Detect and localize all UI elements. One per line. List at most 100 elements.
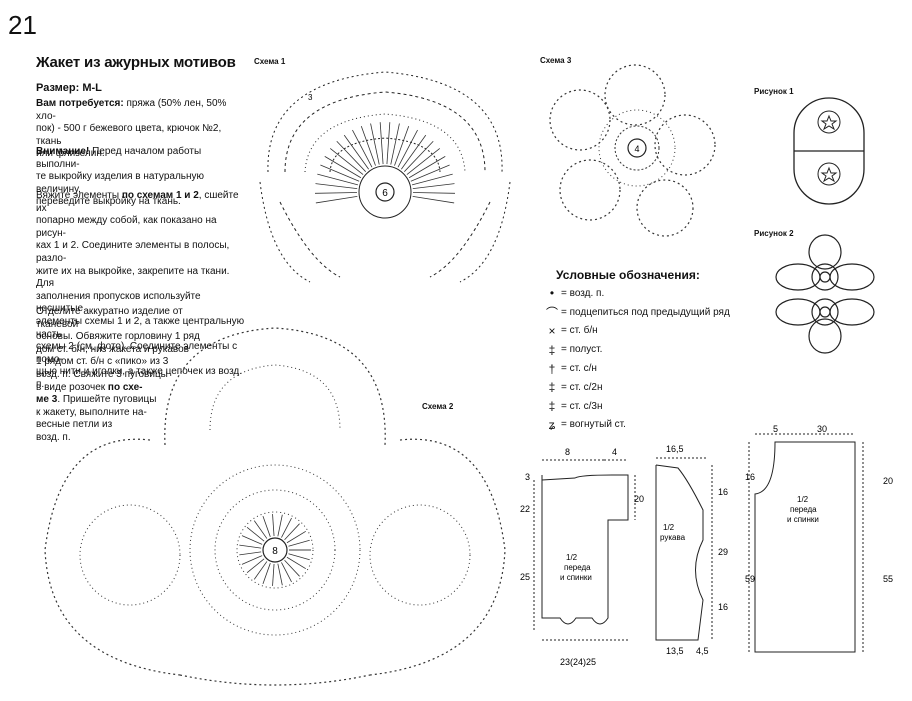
page-number: 21: [8, 10, 37, 40]
stitch-mark: [412, 195, 455, 204]
stitch-mark: [253, 561, 268, 580]
treble-crochet-icon: ‡: [548, 380, 556, 395]
legend-text: = ст. с/2н: [561, 381, 603, 393]
legend-text: = вогнутый ст.: [561, 419, 626, 431]
figure-1-diagram: [793, 97, 865, 205]
dim-label: 29: [718, 547, 728, 557]
stitch-mark: [286, 530, 306, 544]
fin-bold: по схе-: [107, 381, 143, 393]
pattern-label: 1/2: [663, 523, 675, 532]
stitch-mark: [239, 551, 262, 556]
legend-item: ʑ= вогнутый ст.: [543, 416, 730, 435]
dim-label: 4: [612, 447, 617, 457]
legend: •= возд. п. ⌒= подцепиться под предыдущи…: [543, 284, 730, 434]
dim-label: 23(24)25: [560, 657, 596, 667]
stitch-mark: [412, 183, 455, 190]
pattern-sleeve: 16,5 16 29 16 13,5 4,5 1/2 рукава: [655, 444, 728, 656]
legend-title: Условные обозначения:: [556, 268, 700, 282]
figure-1-label: Рисунок 1: [754, 87, 794, 96]
materials-label: Вам потребуется:: [36, 98, 124, 109]
stitch-mark: [241, 535, 263, 545]
half-double-icon: ‡: [548, 342, 556, 357]
attention-line: те выкройку изделия в натуральную величи…: [36, 171, 205, 195]
scheme-1-diagram: 6 3: [259, 71, 511, 283]
fin-bold: ме 3: [36, 394, 58, 406]
attention-line: переведите выкройку на ткань.: [36, 196, 181, 208]
stitch-mark: [262, 515, 271, 537]
fin-line: возд. п. Свяжите 3 пуговицы: [36, 368, 168, 380]
stitch-mark: [288, 539, 310, 547]
dim-label: 59: [745, 574, 755, 584]
legend-item: ‡ = ст. с/3н: [543, 397, 730, 416]
legend-item: ⌒= подцепиться под предыдущий ряд: [543, 303, 730, 322]
stitch-mark: [352, 129, 373, 168]
dim-label: 16: [745, 472, 755, 482]
triple-treble-icon: ‡: [548, 399, 556, 414]
fin-line: к жакету, выполните на-: [36, 406, 147, 418]
legend-text: = ст. с/н: [561, 363, 597, 375]
dim-label: 25: [520, 572, 530, 582]
hook-under-icon: ⌒: [545, 305, 558, 320]
scheme-3-label: Схема 3: [540, 56, 572, 65]
stitch-mark: [286, 556, 306, 570]
stitch-mark: [324, 156, 362, 179]
stitch-mark: [246, 526, 265, 542]
pattern-label: и спинки: [560, 573, 592, 582]
dim-label: 16: [718, 487, 728, 497]
stitch-mark: [370, 123, 380, 165]
dim-label: 16: [718, 602, 728, 612]
stitch-mark: [315, 183, 358, 190]
legend-item: ‡ = ст. с/2н: [543, 378, 730, 397]
fin-line: дом ст. б/н, низ жакета и рукавов: [36, 343, 189, 355]
stitch-mark: [246, 558, 265, 574]
stitch-mark: [411, 173, 453, 186]
legend-item: ×= ст. б/н: [543, 322, 730, 341]
attention-label: Внимание!: [36, 146, 90, 157]
stitch-mark: [284, 523, 300, 541]
pattern-front-back: 8 4 3 22 25 20 23(24)25 1/2 переда и спи…: [520, 447, 644, 667]
instr-line: схемы 2 (см. фото). Соедините элементы с…: [36, 341, 238, 365]
legend-text: = ст. б/н: [561, 325, 598, 337]
stitch-mark: [281, 562, 292, 583]
stitch-mark: [315, 192, 358, 194]
scheme-3-center: 4: [634, 144, 639, 154]
instr-line: попарно между собой, как показано на рис…: [36, 215, 217, 239]
pattern-full: 5 30 16 59 20 55 1/2 переда и спинки: [745, 424, 893, 653]
size-label: Размер: M-L: [36, 82, 102, 94]
legend-text: = полуст.: [561, 344, 603, 356]
legend-text: = ст. с/3н: [561, 400, 603, 412]
stitch-mark: [379, 122, 384, 165]
fin-line: . Пришейте пуговицы: [57, 394, 157, 406]
materials-line: пок) - 500 г бежевого цвета, крючок №2, …: [36, 123, 222, 147]
stitch-mark: [241, 555, 263, 565]
dim-label: 30: [817, 424, 827, 434]
instr-text: Вяжите элементы: [36, 190, 122, 201]
double-crochet-icon: †: [548, 361, 556, 376]
stitch-mark: [390, 123, 400, 165]
finishing-paragraph: Отделите аккуратно изделие от тканевой о…: [36, 306, 216, 445]
dim-label: 55: [883, 574, 893, 584]
stitch-mark: [412, 192, 455, 194]
scheme-1-center: 6: [382, 188, 388, 199]
article-title: Жакет из ажурных мотивов: [36, 54, 236, 71]
figure-2-diagram: [775, 234, 875, 354]
dim-label: 16,5: [666, 444, 684, 454]
scheme-1-label: Схема 1: [254, 57, 286, 66]
fin-line: возд. п.: [36, 431, 71, 443]
instr-line: щью нити и иголки, а также цепочек из во…: [36, 366, 243, 390]
pattern-label: 1/2: [797, 495, 809, 504]
figure-2-label: Рисунок 2: [754, 229, 794, 238]
stitch-mark: [406, 148, 441, 175]
dim-label: 20: [634, 494, 644, 504]
stitch-mark: [253, 520, 268, 539]
stitch-mark: [277, 563, 283, 586]
dim-label: 3: [525, 472, 530, 482]
pattern-label: рукава: [660, 533, 686, 542]
fin-line: 1 рядом ст. б/н с «пико» из 3: [36, 356, 169, 368]
pattern-label: переда: [564, 563, 591, 572]
instr-text: , сшейте их: [36, 190, 239, 214]
stitch-mark: [239, 544, 262, 549]
dim-label: 13,5: [666, 646, 684, 656]
stitch-mark: [272, 563, 275, 586]
legend-item: † = ст. с/н: [543, 359, 730, 378]
